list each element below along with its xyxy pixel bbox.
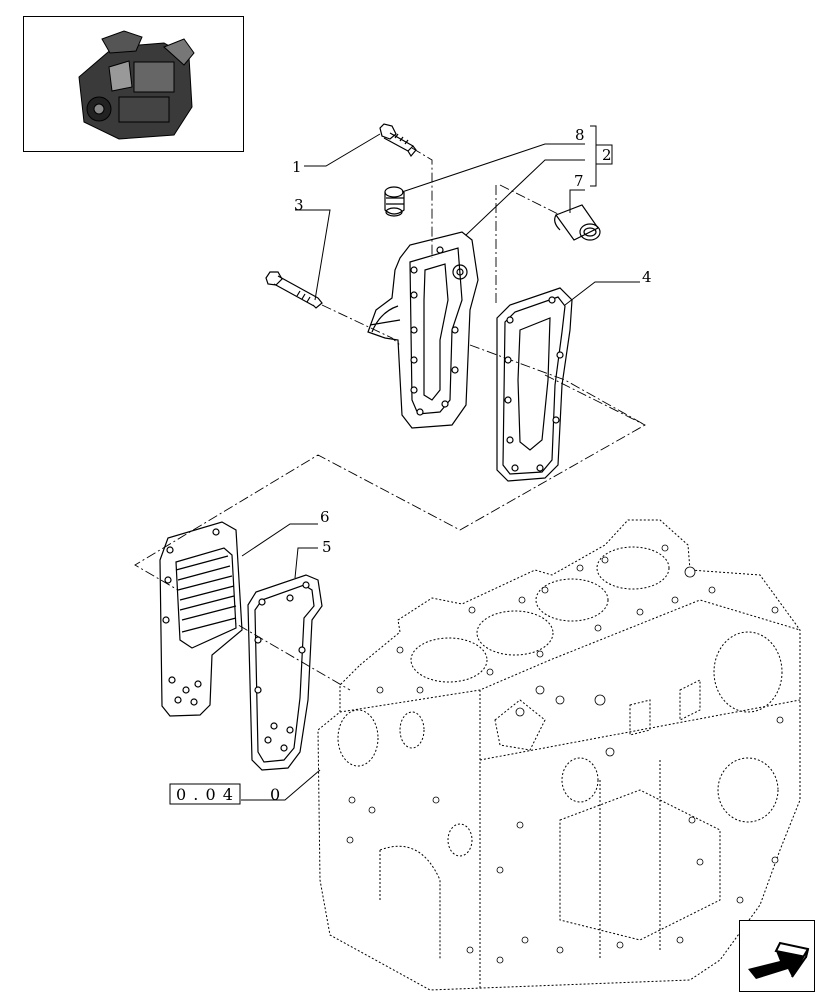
reference-suffix: 0: [270, 785, 280, 804]
reference-box: [169, 783, 241, 805]
callout-8[interactable]: 8: [575, 126, 585, 144]
engine-thumbnail-icon: [78, 30, 195, 140]
next-page-button[interactable]: [739, 920, 815, 992]
engine-block: [317, 519, 801, 991]
part-gasket-4[interactable]: [496, 287, 573, 482]
callout-5[interactable]: 5: [322, 538, 332, 556]
part-fitting-8[interactable]: [384, 186, 405, 217]
leader-lines: [241, 125, 640, 801]
callout-4[interactable]: 4: [642, 268, 652, 286]
next-page-arrow-icon: [748, 941, 810, 979]
part-cooler-cover-2[interactable]: [367, 231, 479, 429]
section-reference[interactable]: 0 . 0 4 0: [169, 783, 280, 805]
callout-labels: 1 2 3 4 5 6 7 8: [292, 126, 652, 556]
engine-thumbnail[interactable]: [23, 16, 244, 152]
callout-3[interactable]: 3: [294, 196, 304, 214]
callout-6[interactable]: 6: [320, 508, 330, 526]
part-bolt-1[interactable]: [379, 123, 417, 158]
part-sleeve-7[interactable]: [554, 204, 601, 241]
callout-7[interactable]: 7: [574, 172, 584, 190]
engine-block-bolt-holes: [346, 544, 784, 964]
callout-1[interactable]: 1: [292, 158, 302, 176]
part-gasket-5[interactable]: [247, 574, 323, 771]
reference-code: 0 . 0 4: [176, 785, 234, 804]
part-long-bolt-3[interactable]: [265, 271, 323, 309]
part-oil-cooler-6[interactable]: [159, 521, 243, 717]
callout-2[interactable]: 2: [602, 146, 612, 164]
callout-2-box: [595, 144, 613, 165]
